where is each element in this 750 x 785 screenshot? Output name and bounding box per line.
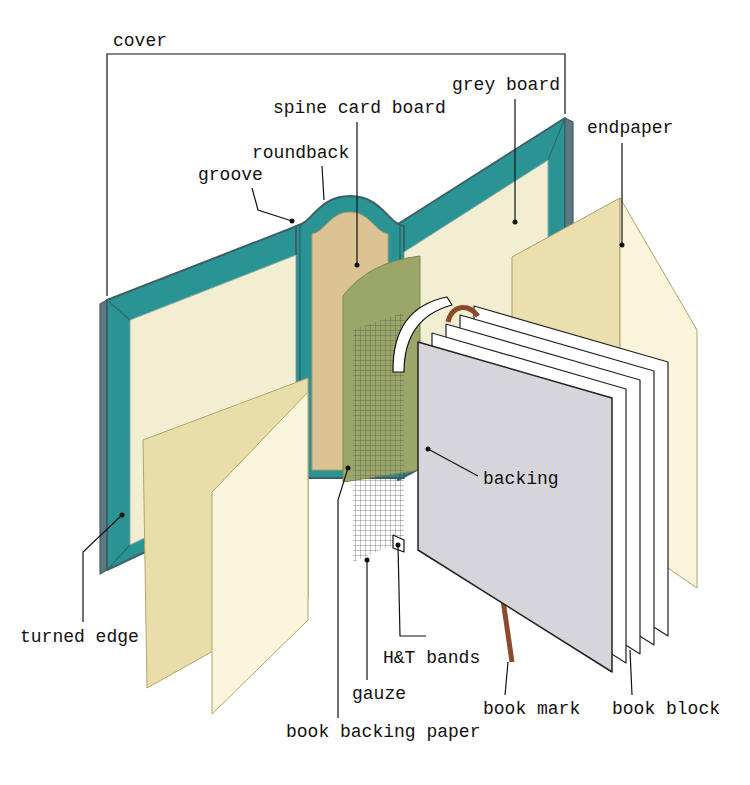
part-label: turned edge [20, 628, 139, 646]
leader-line [252, 188, 292, 221]
leader-dot [365, 558, 370, 563]
leader-dot [396, 543, 401, 548]
leader-dot [513, 220, 518, 225]
part-label: roundback [252, 144, 349, 162]
part-label: book backing paper [286, 723, 480, 741]
leader-dot [620, 243, 625, 248]
leader-line [505, 662, 508, 695]
leader-dot [120, 513, 125, 518]
leader-dot [426, 447, 431, 452]
leader-dot [355, 263, 360, 268]
leader-line [83, 515, 122, 622]
book-mark-ribbon [448, 308, 478, 322]
part-label: spine card board [273, 99, 446, 117]
leader-line [366, 560, 367, 680]
part-label: cover [113, 32, 167, 50]
leader-line [398, 545, 426, 636]
part-label: gauze [352, 685, 406, 703]
leader-line [322, 166, 324, 200]
leader-line [356, 122, 357, 265]
part-label: book block [612, 700, 720, 718]
part-label: endpaper [587, 119, 673, 137]
part-label: grey board [452, 76, 560, 94]
leader-line [621, 143, 622, 245]
part-label: backing [483, 470, 559, 488]
leader-line [630, 650, 632, 695]
leader-line [514, 99, 515, 222]
book-mark-ribbon [503, 600, 512, 662]
leader-line [338, 468, 348, 718]
part-label: book mark [483, 700, 580, 718]
part-label: H&T bands [383, 649, 480, 667]
leader-dot [290, 219, 295, 224]
leader-line [107, 54, 565, 296]
book-block-face [418, 342, 612, 672]
endpaper-sheet [212, 392, 308, 714]
leader-dot [346, 466, 351, 471]
part-label: groove [198, 166, 263, 184]
leader-line [428, 449, 478, 476]
